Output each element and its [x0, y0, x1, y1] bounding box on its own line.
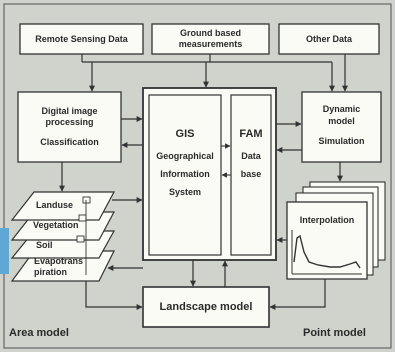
image-processing-label-1: Digital image: [41, 106, 98, 116]
gis-label: GIS: [175, 128, 195, 140]
image-processing-label-2: processing: [45, 117, 94, 127]
area-model-label: Area model: [9, 327, 69, 339]
layer-landuse-label: Landuse: [36, 200, 74, 210]
gis-inner-box: [148, 94, 222, 256]
layer-pixel-marker: [82, 196, 91, 204]
gis-system-label: System: [168, 187, 202, 197]
fam-base-label: base: [240, 169, 262, 179]
ground-measurements-label-1: Ground based: [179, 28, 241, 38]
interpolation-label: Interpolation: [299, 215, 355, 225]
other-data-box: [278, 23, 380, 55]
layer-soil-label: Soil: [36, 240, 53, 250]
dynamic-model-label-2: model: [328, 116, 355, 126]
ground-measurements-label-2: measurements: [178, 39, 243, 49]
layer-pixel-marker: [76, 235, 85, 243]
layer-pixel-marker: [78, 214, 87, 222]
layer-vegetation-label: Vegetation: [33, 220, 79, 230]
layer-evapotranspiration-label-1: Evapotrans: [34, 256, 84, 266]
dynamic-model-label-1: Dynamic: [322, 104, 361, 114]
simulation-label: Simulation: [318, 136, 365, 146]
mini-chart-line: [293, 234, 361, 269]
image-processing-box: [17, 91, 122, 163]
point-model-label: Point model: [303, 327, 366, 339]
diagram-frame: [3, 3, 392, 349]
landscape-model-box: [142, 286, 270, 328]
gis-information-label: Information: [160, 169, 210, 179]
fam-label: FAM: [239, 128, 263, 140]
other-data-label: Other Data: [305, 34, 352, 44]
remote-sensing-label: Remote Sensing Data: [35, 34, 128, 44]
layer-evapotranspiration-label-2: piration: [34, 267, 67, 277]
classification-label: Classification: [40, 137, 99, 147]
interpolation-card-front: [286, 201, 368, 280]
fam-data-label: Data: [241, 151, 261, 161]
arrow-layers-to-landscape: [85, 281, 143, 310]
landscape-model-label: Landscape model: [159, 301, 253, 313]
dynamic-model-box: [301, 91, 382, 163]
side-tab: [0, 228, 9, 274]
gis-geographical-label: Geographical: [156, 151, 214, 161]
arrow-interpolation-to-landscape: [269, 279, 326, 310]
